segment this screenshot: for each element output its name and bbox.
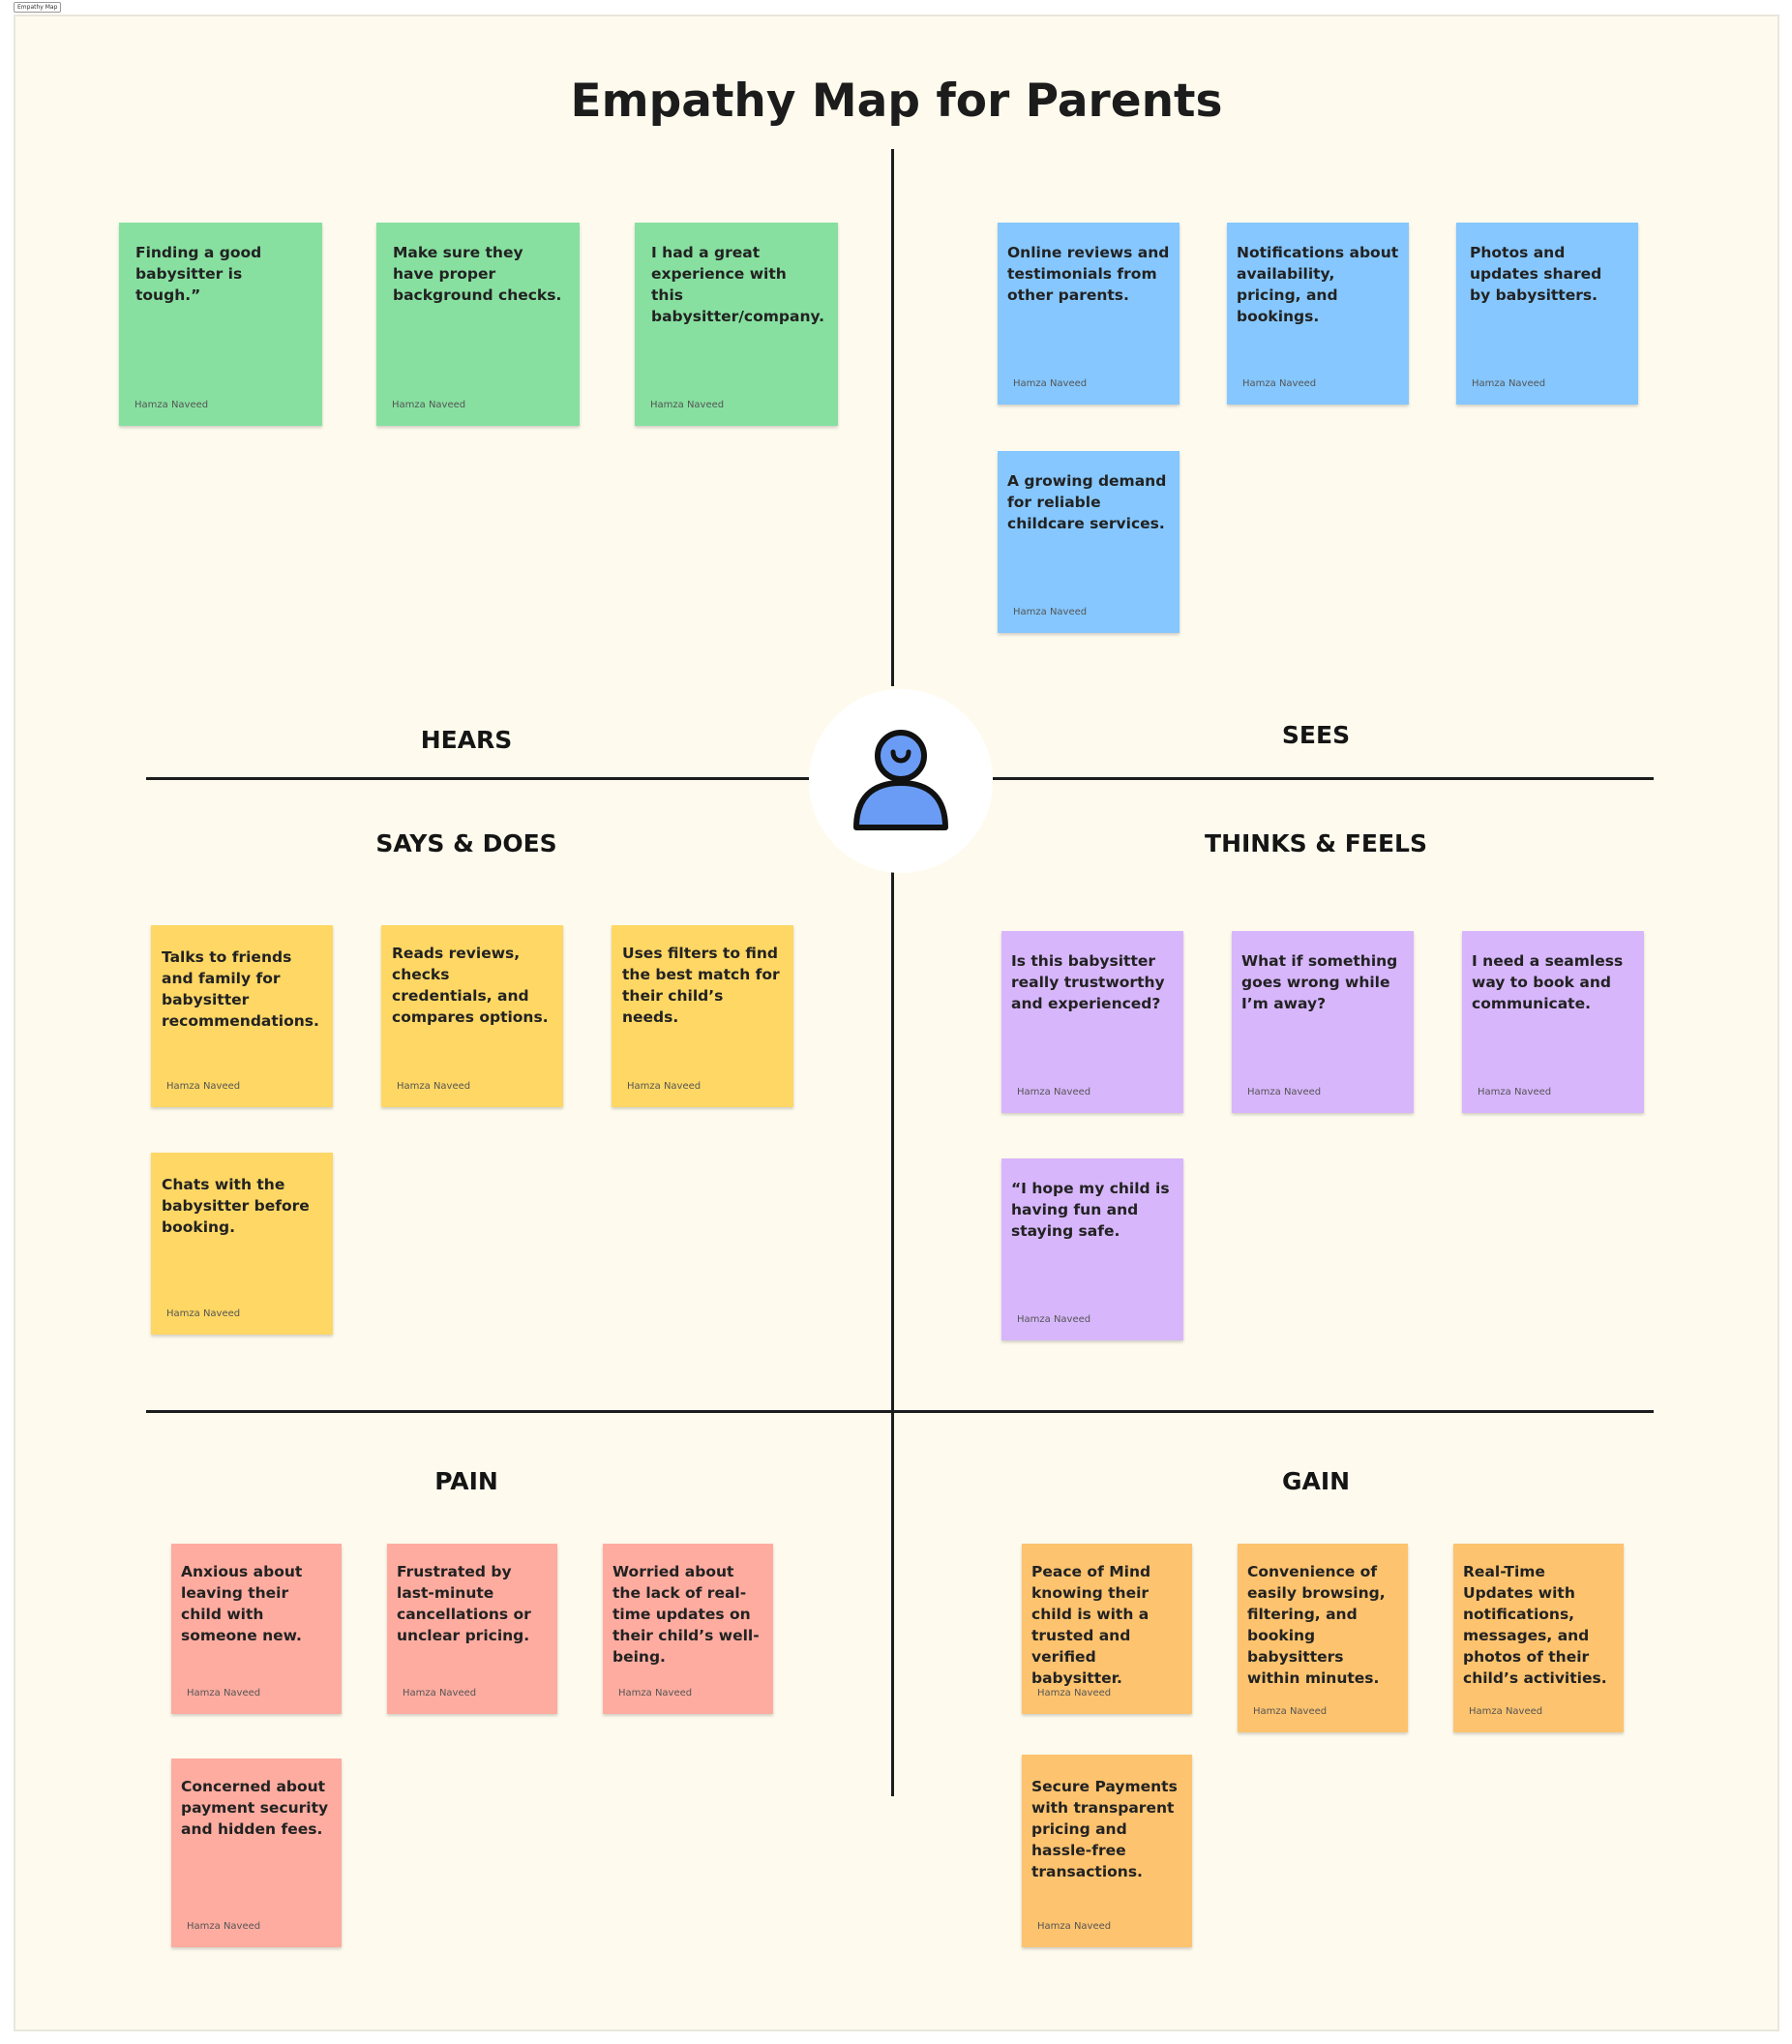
sticky-note-pain-4[interactable]: Concerned about payment security and hid…: [171, 1758, 342, 1947]
note-author: Hamza Naveed: [187, 1921, 261, 1932]
note-text: I had a great experience with this babys…: [651, 244, 825, 325]
heading-hears: HEARS: [420, 726, 513, 754]
page-title: Empathy Map for Parents: [570, 75, 1223, 128]
sticky-note-sees-3[interactable]: Photos and updates shared by babysitters…: [1456, 223, 1638, 405]
note-author: Hamza Naveed: [1017, 1314, 1091, 1325]
sticky-note-pain-1[interactable]: Anxious about leaving their child with s…: [171, 1544, 342, 1714]
note-text: Concerned about payment security and hid…: [181, 1778, 329, 1838]
frame-label[interactable]: Empathy Map: [14, 2, 62, 13]
sticky-note-pain-3[interactable]: Worried about the lack of real-time upda…: [603, 1544, 773, 1714]
vertical-divider-top: [891, 149, 894, 686]
note-text: Is this babysitter really trustworthy an…: [1011, 952, 1165, 1012]
note-text: Worried about the lack of real-time upda…: [612, 1563, 760, 1666]
note-text: Finding a good babysitter is tough.”: [135, 244, 262, 304]
horizontal-divider-left: [146, 777, 809, 780]
note-text: Chats with the babysitter before booking…: [162, 1176, 310, 1236]
note-text: “I hope my child is having fun and stayi…: [1011, 1180, 1170, 1240]
sticky-note-gain-4[interactable]: Secure Payments with transparent pricing…: [1022, 1755, 1192, 1947]
note-author: Hamza Naveed: [1013, 607, 1088, 617]
note-author: Hamza Naveed: [166, 1308, 241, 1319]
heading-says-does: SAYS & DOES: [375, 829, 557, 857]
sticky-note-gain-3[interactable]: Real-Time Updates with notifications, me…: [1453, 1544, 1624, 1732]
note-author: Hamza Naveed: [1469, 1706, 1543, 1717]
note-author: Hamza Naveed: [134, 400, 209, 410]
note-author: Hamza Naveed: [1013, 378, 1088, 389]
sticky-note-thinks-feels-2[interactable]: What if something goes wrong while I’m a…: [1232, 931, 1414, 1113]
sticky-note-hears-3[interactable]: I had a great experience with this babys…: [635, 223, 838, 426]
note-text: Talks to friends and family for babysitt…: [162, 948, 319, 1030]
note-author: Hamza Naveed: [1472, 378, 1546, 389]
horizontal-divider-bottom: [146, 1410, 1654, 1413]
note-author: Hamza Naveed: [187, 1688, 261, 1698]
sticky-note-thinks-feels-4[interactable]: “I hope my child is having fun and stayi…: [1001, 1158, 1183, 1340]
sticky-note-says-does-1[interactable]: Talks to friends and family for babysitt…: [151, 925, 333, 1107]
note-author: Hamza Naveed: [1242, 378, 1317, 389]
note-text: Real-Time Updates with notifications, me…: [1463, 1563, 1607, 1687]
sticky-note-gain-2[interactable]: Convenience of easily browsing, filterin…: [1238, 1544, 1408, 1732]
note-text: Notifications about availability, pricin…: [1237, 244, 1399, 325]
sticky-note-sees-4[interactable]: A growing demand for reliable childcare …: [998, 451, 1180, 633]
sticky-note-says-does-2[interactable]: Reads reviews, checks credentials, and c…: [381, 925, 563, 1107]
note-author: Hamza Naveed: [166, 1081, 241, 1092]
sticky-note-sees-1[interactable]: Online reviews and testimonials from oth…: [998, 223, 1180, 405]
sticky-note-thinks-feels-3[interactable]: I need a seamless way to book and commun…: [1462, 931, 1644, 1113]
note-author: Hamza Naveed: [627, 1081, 702, 1092]
note-text: Peace of Mind knowing their child is wit…: [1031, 1563, 1151, 1687]
sticky-note-says-does-4[interactable]: Chats with the babysitter before booking…: [151, 1153, 333, 1335]
sticky-note-gain-1[interactable]: Peace of Mind knowing their child is wit…: [1022, 1544, 1192, 1714]
note-text: Frustrated by last-minute cancellations …: [397, 1563, 531, 1644]
note-text: Online reviews and testimonials from oth…: [1007, 244, 1170, 304]
note-text: Convenience of easily browsing, filterin…: [1247, 1563, 1386, 1687]
sticky-note-pain-2[interactable]: Frustrated by last-minute cancellations …: [387, 1544, 557, 1714]
heading-gain: GAIN: [1281, 1467, 1351, 1495]
note-author: Hamza Naveed: [1037, 1688, 1112, 1698]
note-text: Photos and updates shared by babysitters…: [1470, 244, 1602, 304]
note-author: Hamza Naveed: [1037, 1921, 1112, 1932]
heading-sees: SEES: [1281, 721, 1351, 749]
note-author: Hamza Naveed: [618, 1688, 693, 1698]
note-text: Anxious about leaving their child with s…: [181, 1563, 303, 1644]
sticky-note-says-does-3[interactable]: Uses filters to find the best match for …: [612, 925, 793, 1107]
note-text: Uses filters to find the best match for …: [622, 945, 780, 1026]
note-author: Hamza Naveed: [1478, 1087, 1552, 1097]
note-author: Hamza Naveed: [392, 400, 466, 410]
sticky-note-hears-2[interactable]: Make sure they have proper background ch…: [376, 223, 580, 426]
heading-thinks-feels: THINKS & FEELS: [1205, 829, 1427, 857]
empathy-map-board: Empathy Map for Parents HEARS SEES SAYS …: [14, 15, 1779, 2031]
sticky-note-sees-2[interactable]: Notifications about availability, pricin…: [1227, 223, 1409, 405]
user-icon: [853, 730, 948, 830]
note-author: Hamza Naveed: [1017, 1087, 1091, 1097]
heading-pain: PAIN: [434, 1467, 498, 1495]
note-text: What if something goes wrong while I’m a…: [1241, 952, 1398, 1012]
sticky-note-hears-1[interactable]: Finding a good babysitter is tough.” Ham…: [119, 223, 322, 426]
note-text: Reads reviews, checks credentials, and c…: [392, 945, 549, 1026]
note-text: A growing demand for reliable childcare …: [1007, 472, 1167, 532]
persona-avatar: [809, 689, 993, 873]
note-text: I need a seamless way to book and commun…: [1472, 952, 1624, 1012]
horizontal-divider-right: [993, 777, 1654, 780]
note-author: Hamza Naveed: [1247, 1087, 1322, 1097]
note-text: Secure Payments with transparent pricing…: [1031, 1778, 1178, 1880]
note-text: Make sure they have proper background ch…: [393, 244, 562, 304]
note-author: Hamza Naveed: [650, 400, 725, 410]
note-author: Hamza Naveed: [403, 1688, 477, 1698]
sticky-note-thinks-feels-1[interactable]: Is this babysitter really trustworthy an…: [1001, 931, 1183, 1113]
note-author: Hamza Naveed: [397, 1081, 471, 1092]
note-author: Hamza Naveed: [1253, 1706, 1328, 1717]
vertical-divider-bottom: [891, 871, 894, 1796]
